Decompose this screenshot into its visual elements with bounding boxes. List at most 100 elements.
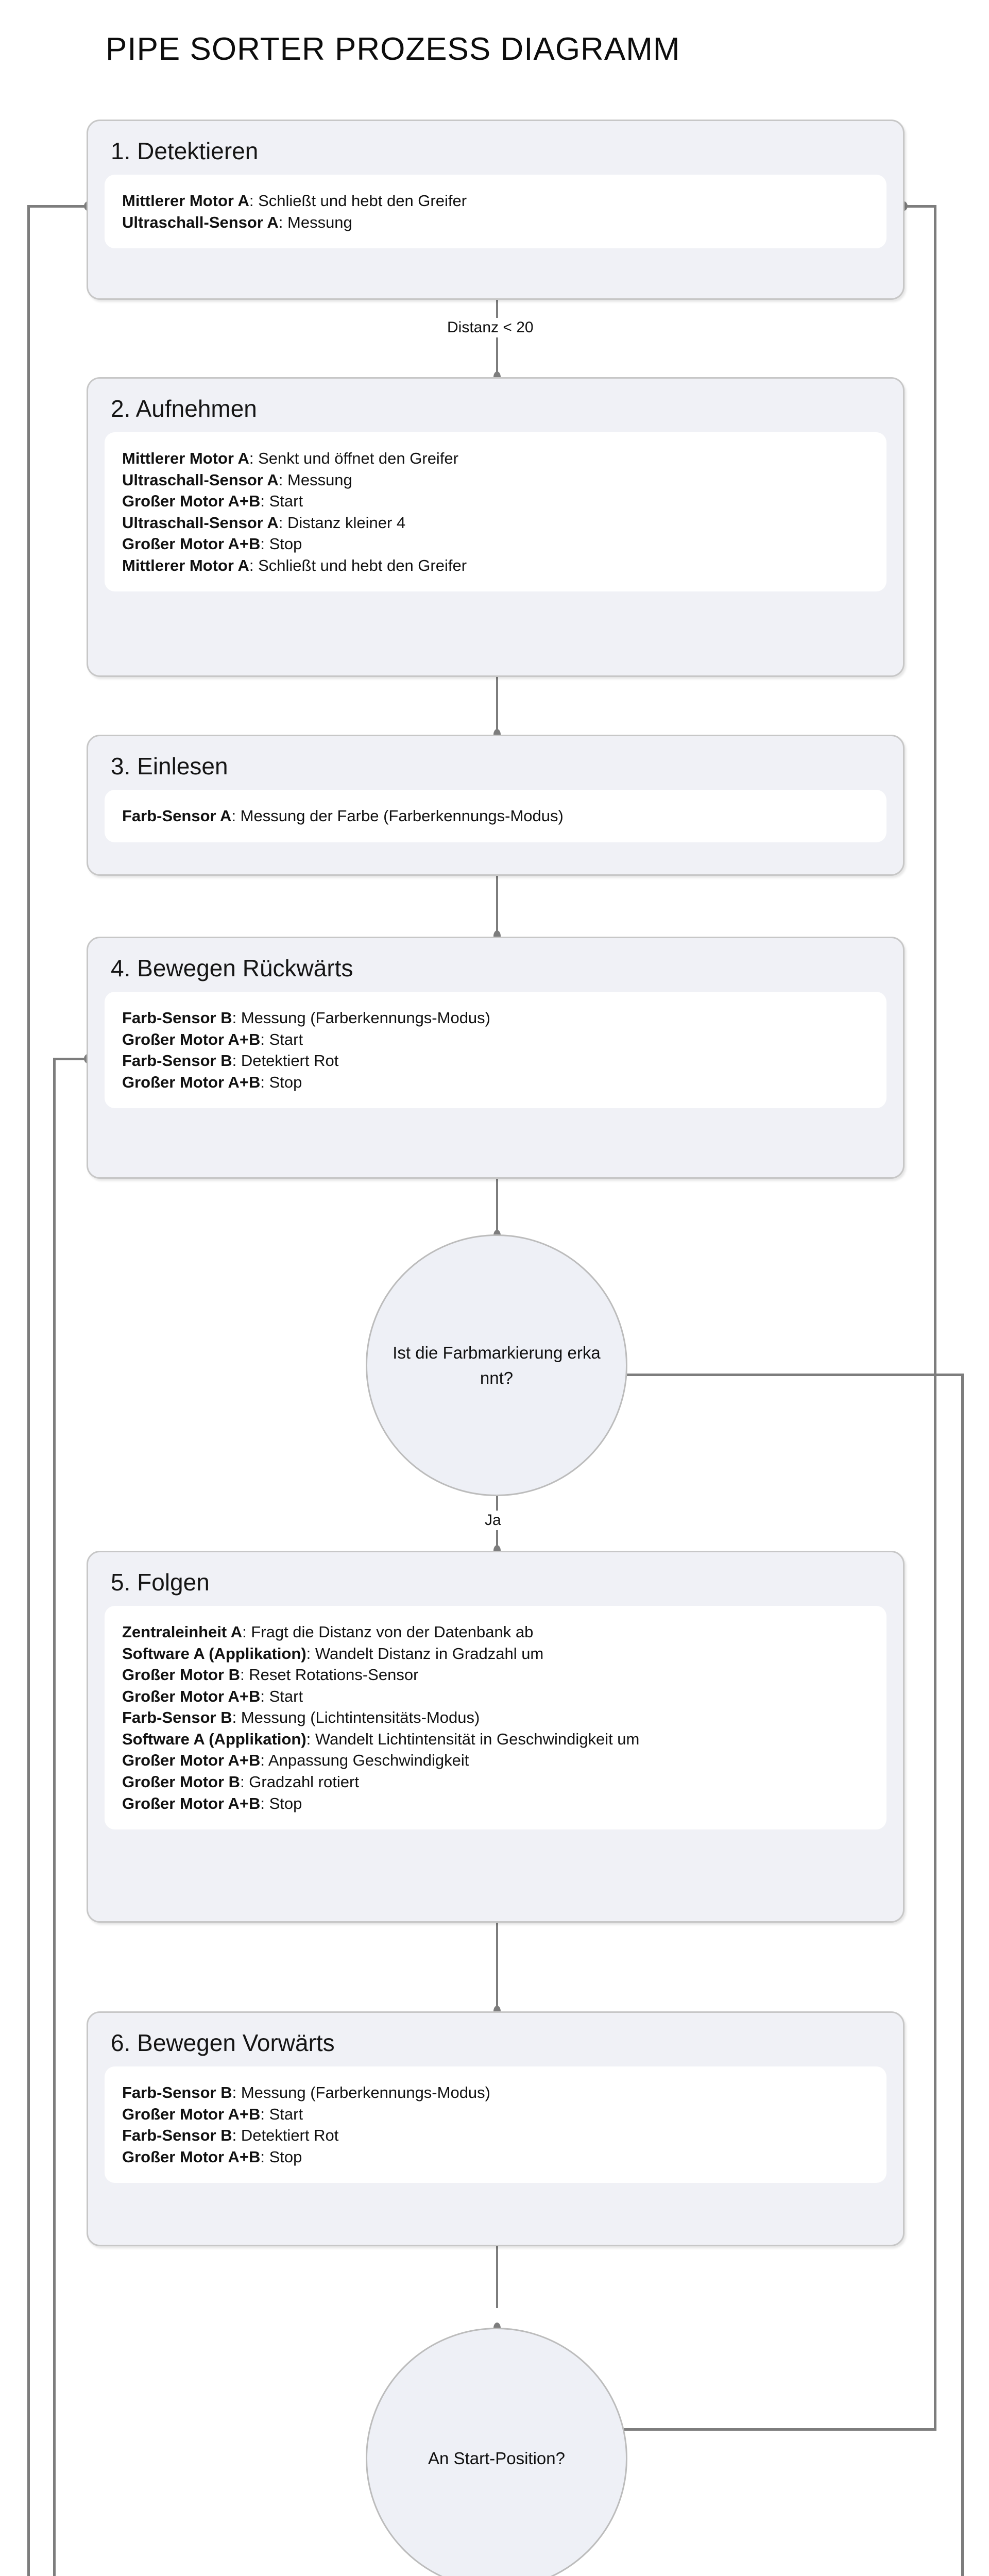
step-line-action: : Messung: [278, 470, 352, 489]
step-line-action: : Start: [260, 2105, 303, 2123]
step-line-action: : Distanz kleiner 4: [278, 513, 406, 532]
step-line: Großer Motor A+B: Stop: [122, 1793, 869, 1815]
step-body-3: Farb-Sensor A: Messung der Farbe (Farber…: [105, 790, 886, 842]
step-line: Großer Motor B: Reset Rotations-Sensor: [122, 1664, 869, 1686]
step-line-action: : Start: [260, 1687, 303, 1705]
step-line-action: : Anpassung Geschwindigkeit: [260, 1751, 469, 1770]
step-line-action: : Wandelt Lichtintensität in Geschwindig…: [306, 1730, 640, 1748]
step-line: Mittlerer Motor A: Schließt und hebt den…: [122, 555, 869, 577]
step-body-5: Zentraleinheit A: Fragt die Distanz von …: [105, 1606, 886, 1830]
page-title: PIPE SORTER PROZESS DIAGRAMM: [106, 31, 680, 67]
step-line: Software A (Applikation): Wandelt Distan…: [122, 1643, 869, 1665]
connector-decision2-yes-horizontal: [561, 2428, 936, 2431]
step-line: Großer Motor A+B: Stop: [122, 533, 869, 555]
step-line: Zentraleinheit A: Fragt die Distanz von …: [122, 1621, 869, 1643]
step-line-action: : Wandelt Distanz in Gradzahl um: [306, 1644, 544, 1663]
connector-step2-step3: [496, 677, 498, 735]
step-body-2: Mittlerer Motor A: Senkt und öffnet den …: [105, 432, 886, 592]
connector-left-rail-step7-to-step4: [53, 1058, 56, 2576]
connector-step5-step6: [496, 1923, 498, 1985]
edge-label-decision1-yes: Ja: [481, 1511, 505, 1530]
connector-return-into-step1-right: [902, 205, 936, 208]
step-line-actor: Großer Motor A+B: [122, 2105, 261, 2123]
connector-step6-decision2: [496, 2246, 498, 2308]
step-line-action: : Start: [260, 492, 303, 511]
step-line-actor: Mittlerer Motor A: [122, 556, 249, 574]
step-line: Großer Motor A+B: Anpassung Geschwindigk…: [122, 1750, 869, 1771]
connector-left-rail-into-step4: [53, 1058, 89, 1060]
step-line: Großer Motor A+B: Start: [122, 1686, 869, 1707]
step-line: Farb-Sensor B: Detektiert Rot: [122, 2125, 869, 2146]
step-line-actor: Software A (Applikation): [122, 1730, 306, 1748]
connector-left-rail-step8-to-step1: [27, 205, 30, 2576]
connector-right-rail-to-step8: [961, 1374, 964, 2576]
step-line: Großer Motor B: Gradzahl rotiert: [122, 1771, 869, 1793]
step-title-6: 6. Bewegen Vorwärts: [111, 2029, 335, 2056]
step-line-actor: Mittlerer Motor A: [122, 192, 249, 210]
decision-node-2[interactable]: An Start-Position?: [366, 2328, 627, 2576]
connector-step3-step4: [496, 876, 498, 937]
connector-left-rail-into-step1: [27, 205, 89, 208]
step-line-action: : Reset Rotations-Sensor: [240, 1666, 419, 1684]
step-line-actor: Software A (Applikation): [122, 1644, 306, 1663]
step-line: Farb-Sensor B: Messung (Lichtintensitäts…: [122, 1707, 869, 1728]
step-card-3[interactable]: 3. Einlesen Farb-Sensor A: Messung der F…: [87, 735, 905, 876]
step-line: Ultraschall-Sensor A: Messung: [122, 212, 869, 233]
connector-step5-step6-b: [496, 1968, 498, 2012]
step-line: Ultraschall-Sensor A: Messung: [122, 469, 869, 491]
step-line-actor: Ultraschall-Sensor A: [122, 470, 279, 489]
step-line: Großer Motor A+B: Stop: [122, 2146, 869, 2168]
step-line-actor: Farb-Sensor B: [122, 1708, 232, 1727]
edge-label-distanz: Distanz < 20: [443, 318, 538, 337]
step-card-6[interactable]: 6. Bewegen Vorwärts Farb-Sensor B: Messu…: [87, 2011, 905, 2246]
step-line-actor: Farb-Sensor B: [122, 1009, 232, 1027]
step-line: Farb-Sensor B: Messung (Farberkennungs-M…: [122, 2082, 869, 2104]
step-line-action: : Stop: [260, 1073, 302, 1091]
decision-label-2: An Start-Position?: [428, 2449, 565, 2468]
step-line-action: : Messung der Farbe (Farberkennungs-Modu…: [231, 807, 564, 825]
step-line-actor: Großer Motor A+B: [122, 2147, 261, 2166]
step-line-action: : Stop: [260, 535, 302, 553]
step-line-actor: Großer Motor B: [122, 1666, 241, 1684]
decision-node-1[interactable]: Ist die Farbmarkierung erkannt?: [366, 1234, 627, 1496]
step-line: Mittlerer Motor A: Schließt und hebt den…: [122, 190, 869, 212]
step-line: Farb-Sensor A: Messung der Farbe (Farber…: [122, 805, 869, 827]
step-line: Großer Motor A+B: Start: [122, 490, 869, 512]
step-line-action: : Messung (Farberkennungs-Modus): [232, 2083, 490, 2102]
step-line: Großer Motor A+B: Start: [122, 2104, 869, 2125]
decision-label-1: Ist die Farbmarkierung erkannt?: [393, 1343, 601, 1388]
step-line: Farb-Sensor B: Detektiert Rot: [122, 1050, 869, 1072]
step-line-actor: Farb-Sensor B: [122, 1052, 232, 1070]
step-card-1[interactable]: 1. Detektieren Mittlerer Motor A: Schlie…: [87, 120, 905, 300]
step-line: Großer Motor A+B: Start: [122, 1029, 869, 1050]
step-title-5: 5. Folgen: [111, 1569, 210, 1596]
step-title-1: 1. Detektieren: [111, 138, 259, 164]
step-line-actor: Großer Motor A+B: [122, 535, 261, 553]
step-line-actor: Ultraschall-Sensor A: [122, 513, 279, 532]
step-body-4: Farb-Sensor B: Messung (Farberkennungs-M…: [105, 992, 886, 1109]
step-line-actor: Farb-Sensor A: [122, 807, 232, 825]
step-line-actor: Farb-Sensor B: [122, 2083, 232, 2102]
step-title-2: 2. Aufnehmen: [111, 395, 257, 422]
step-line-action: : Messung (Lichtintensitäts-Modus): [232, 1708, 480, 1727]
step-line-action: : Messung: [278, 213, 352, 231]
step-title-4: 4. Bewegen Rückwärts: [111, 955, 353, 981]
connector-decision1-no-horizontal: [561, 1374, 963, 1376]
step-card-5[interactable]: 5. Folgen Zentraleinheit A: Fragt die Di…: [87, 1551, 905, 1923]
step-line-actor: Großer Motor B: [122, 1773, 241, 1791]
step-card-2[interactable]: 2. Aufnehmen Mittlerer Motor A: Senkt un…: [87, 377, 905, 677]
step-body-1: Mittlerer Motor A: Schließt und hebt den…: [105, 175, 886, 249]
step-line-action: : Start: [260, 1030, 303, 1048]
step-line-actor: Großer Motor A+B: [122, 492, 261, 511]
step-line-actor: Zentraleinheit A: [122, 1623, 243, 1641]
step-line-actor: Großer Motor A+B: [122, 1687, 261, 1705]
step-line-action: : Detektiert Rot: [232, 2126, 339, 2145]
step-line: Farb-Sensor B: Messung (Farberkennungs-M…: [122, 1007, 869, 1029]
step-body-6: Farb-Sensor B: Messung (Farberkennungs-M…: [105, 2066, 886, 2183]
step-line: Software A (Applikation): Wandelt Lichti…: [122, 1728, 869, 1750]
step-card-4[interactable]: 4. Bewegen Rückwärts Farb-Sensor B: Mess…: [87, 937, 905, 1179]
step-line-action: : Stop: [260, 1794, 302, 1812]
step-line-action: : Fragt die Distanz von der Datenbank ab: [242, 1623, 534, 1641]
step-line-actor: Großer Motor A+B: [122, 1751, 261, 1770]
